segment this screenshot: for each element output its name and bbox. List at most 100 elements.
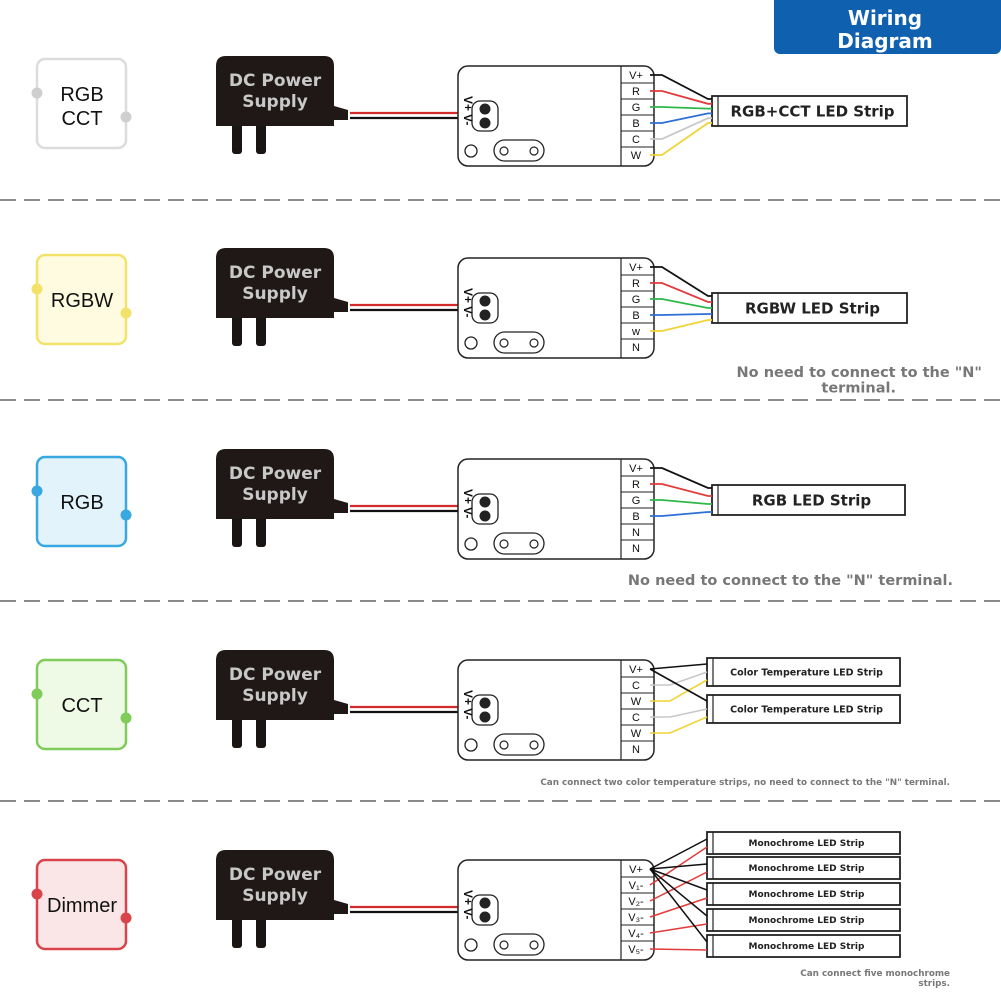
terminal-label: w [631,326,640,338]
psu-label: DC Power [229,665,322,685]
terminal-label: W [631,728,642,740]
mode-card-dot-right [120,111,132,123]
slot-hole [529,338,539,348]
led-strip [711,95,908,127]
button-slot [493,139,545,162]
wire-v+ [649,863,708,870]
terminal-label: V+ [629,864,643,876]
led-strip-label: Color Temperature LED Strip [730,667,883,678]
terminal-label: V₂- [628,896,644,908]
terminal-label: N [632,543,640,555]
mode-label: CCT [61,695,102,717]
terminal-label: C [632,712,640,724]
wire-v+ [649,838,708,870]
wire-v+ [650,74,712,100]
mode-card-dot-right [120,307,132,319]
wire-v2- [649,871,708,902]
wire-w [650,122,712,156]
wire-w [650,679,708,702]
led-strip-label: Monochrome LED Strip [749,890,866,900]
header-title-line1: Wiring [848,6,922,30]
mode-card [35,455,128,548]
dc-jack-pin [479,897,491,909]
polarity-label: V- [461,306,475,317]
led-strip-label: Monochrome LED Strip [749,864,866,874]
psu-label: DC Power [229,865,322,885]
dc-jack-pin [479,295,491,307]
wire-b [650,313,712,316]
led-strip [711,484,906,516]
dc-jack [471,292,499,324]
psu-prong-left [232,513,242,547]
mode-label: RGB [60,492,103,514]
button-slot [493,733,545,756]
led-strip-label: RGB+CCT LED Strip [730,102,894,120]
wire-b [650,112,712,124]
psu-body [216,650,348,720]
mode-card-dot-left [31,688,43,700]
dc-jack [471,894,499,926]
slot-hole [499,539,509,549]
wire-v+ [650,467,712,489]
psu-label: Supply [242,485,308,505]
wire-g [650,499,712,505]
led-strip-label: Monochrome LED Strip [749,942,866,952]
psu-prong-right [256,914,266,948]
psu-label: Supply [242,284,308,304]
terminal-label: B [632,310,639,322]
terminal-label: V+ [629,664,643,676]
wire-c [650,708,708,718]
wire-v+ [650,266,712,297]
dc-jack-pin [479,103,491,115]
psu-prong-right [256,714,266,748]
wire-g [650,106,712,110]
psu-prong-left [232,714,242,748]
header-banner [774,0,1001,54]
psu-label: Supply [242,886,308,906]
psu-label: DC Power [229,71,322,91]
mode-label: Dimmer [47,895,117,917]
slot-hole [529,740,539,750]
psu-label: Supply [242,92,308,112]
psu-body [216,449,348,519]
led-strip-label: RGB LED Strip [752,491,872,509]
led-strip-label: Monochrome LED Strip [749,839,866,849]
dc-jack [471,694,499,726]
wire-r [650,90,712,105]
polarity-label: V+ [461,288,475,303]
note-text: No need to connect to the "N" terminal. [628,573,953,589]
led-strip [706,657,901,687]
terminal-label: C [632,680,640,692]
mode-label: CCT [61,108,102,130]
psu-body [216,248,348,318]
slot-hole [499,740,509,750]
terminal-label: R [632,86,640,98]
dc-jack-pin [479,911,491,923]
terminal-label: V₃- [628,912,644,924]
slot-hole [529,146,539,156]
header-banner-top [774,0,1001,12]
terminal-label: G [632,294,641,306]
polarity-label: V- [461,114,475,125]
dc-jack-pin [479,711,491,723]
wire-v+ [649,868,708,917]
note-text: Can connect two color temperature strips… [540,778,950,788]
wire-g [650,298,712,309]
mode-card [35,858,128,951]
led-strip [706,934,901,958]
mount-hole [464,738,478,752]
wire-v+ [649,668,708,702]
terminal-label: V+ [629,262,643,274]
slot-hole [499,940,509,950]
led-strip [706,882,901,906]
mode-card-dot-right [120,712,132,724]
mode-card [35,658,128,751]
slot-hole [529,940,539,950]
mode-label: RGB [60,84,103,106]
terminal-label: V+ [629,463,643,475]
